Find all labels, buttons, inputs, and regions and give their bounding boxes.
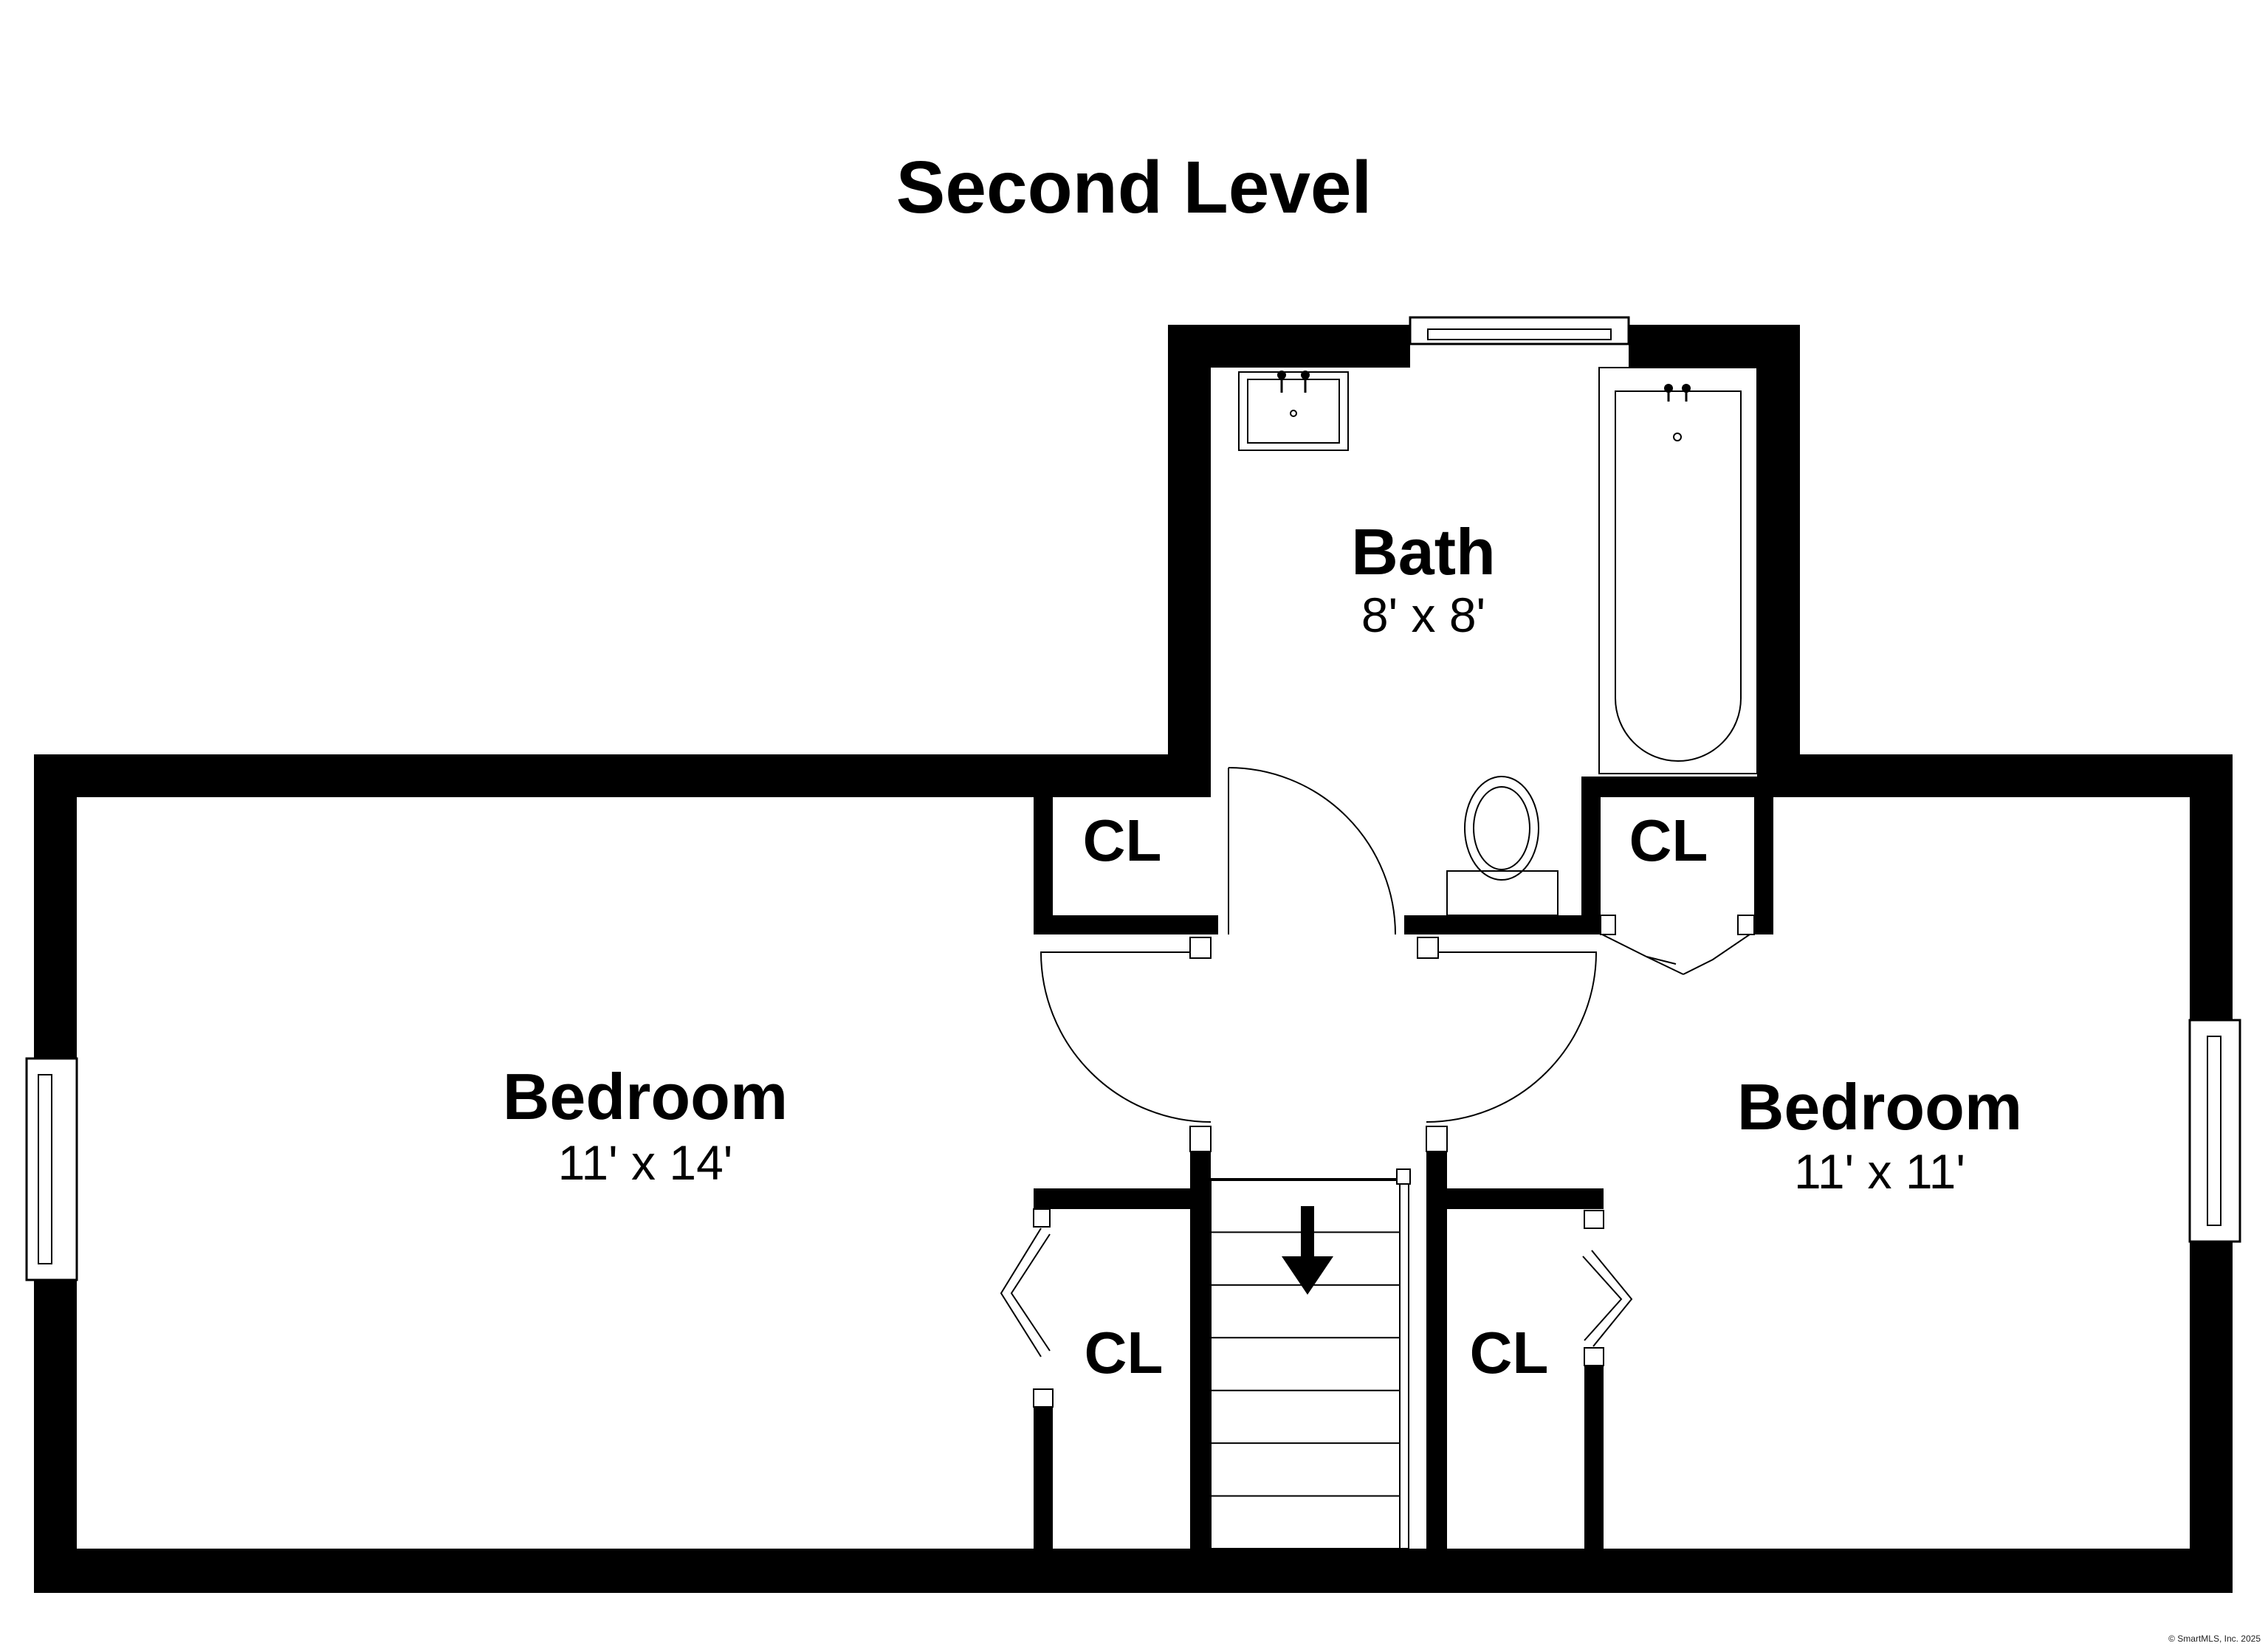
staircase xyxy=(1210,1168,1411,1549)
bath-door xyxy=(1228,767,1396,935)
interior-walls xyxy=(1034,777,1773,1549)
left-window xyxy=(25,1057,78,1281)
closet-label-lower-right: CL xyxy=(1470,1320,1549,1385)
stairs-down-arrow-icon xyxy=(1282,1206,1333,1295)
closet-label-lower-left: CL xyxy=(1085,1320,1164,1385)
bath-dimensions: 8' x 8' xyxy=(1361,588,1485,642)
sink-icon xyxy=(1238,371,1349,451)
closet-door-upper-right xyxy=(1600,915,1755,975)
closet-label-upper-left: CL xyxy=(1083,808,1162,873)
bath-window xyxy=(1409,316,1630,345)
right-window xyxy=(2188,1019,2241,1243)
left-bedroom-label: Bedroom xyxy=(503,1060,788,1133)
left-bedroom-dimensions: 11' x 14' xyxy=(558,1135,733,1190)
copyright-notice: © SmartMLS, Inc. 2025 xyxy=(2168,1633,2261,1644)
closet-door-lower-right xyxy=(1582,1210,1633,1366)
plan-title: Second Level xyxy=(896,146,1372,229)
bath-label: Bath xyxy=(1351,515,1496,588)
right-bedroom-dimensions: 11' x 11' xyxy=(1794,1144,1965,1199)
bathtub-icon xyxy=(1598,367,1758,774)
exterior-walls xyxy=(34,325,2233,1593)
closet-door-lower-left xyxy=(1000,1208,1054,1408)
right-bedroom-label: Bedroom xyxy=(1737,1070,2022,1143)
right-bedroom-door xyxy=(1417,937,1598,1152)
toilet-icon xyxy=(1446,776,1559,916)
left-bedroom-door xyxy=(1040,937,1212,1152)
closet-label-upper-right: CL xyxy=(1629,808,1708,873)
